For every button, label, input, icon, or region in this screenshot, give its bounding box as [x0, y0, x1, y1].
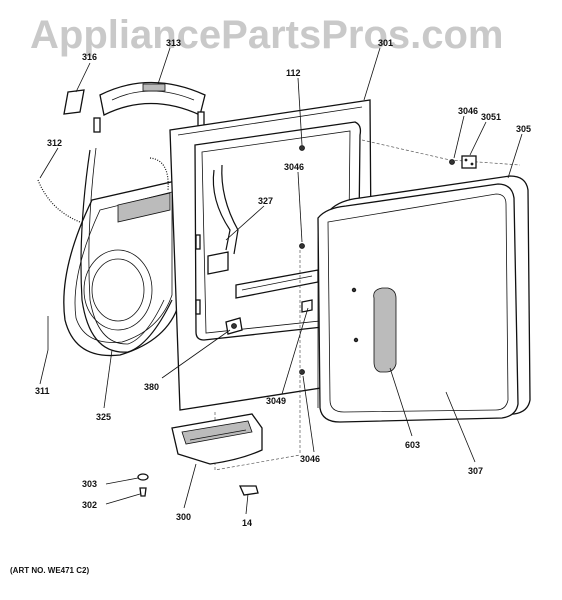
callout-302: 302 — [82, 500, 97, 510]
callout-14: 14 — [242, 518, 252, 528]
callout-305: 305 — [516, 124, 531, 134]
callout-327: 327 — [258, 196, 273, 206]
callout-3049: 3049 — [266, 396, 286, 406]
callout-301: 301 — [378, 38, 393, 48]
callout-313: 313 — [166, 38, 181, 48]
callout-311: 311 — [35, 386, 50, 396]
callout-603: 603 — [405, 440, 420, 450]
leader-lines — [39, 47, 523, 515]
bulkhead-assembly — [37, 147, 181, 357]
callout-380: 380 — [144, 382, 159, 392]
callout-307: 307 — [468, 466, 483, 476]
door-assembly — [317, 155, 531, 423]
art-number: (ART NO. WE471 C2) — [10, 566, 89, 575]
part-303 — [137, 473, 149, 481]
callout-3046-bottom: 3046 — [300, 454, 320, 464]
part-14 — [238, 485, 259, 496]
callout-325: 325 — [96, 412, 111, 422]
callout-112: 112 — [286, 68, 301, 78]
callout-316: 316 — [82, 52, 97, 62]
callout-labels: 316 313 112 301 3046 3051 305 312 3046 3… — [35, 38, 531, 528]
watermark: AppliancePartsPros.com — [30, 13, 504, 57]
alignment-line — [361, 139, 521, 166]
alignment-line — [214, 412, 301, 471]
top-duct-assembly — [63, 81, 206, 133]
callout-303: 303 — [82, 479, 97, 489]
callout-3051: 3051 — [481, 112, 501, 122]
part-302 — [139, 487, 147, 497]
callout-3046-mid: 3046 — [284, 162, 304, 172]
callout-312: 312 — [47, 138, 62, 148]
callout-300: 300 — [176, 512, 191, 522]
lint-housing — [171, 413, 263, 465]
callout-3046-top: 3046 — [458, 106, 478, 116]
